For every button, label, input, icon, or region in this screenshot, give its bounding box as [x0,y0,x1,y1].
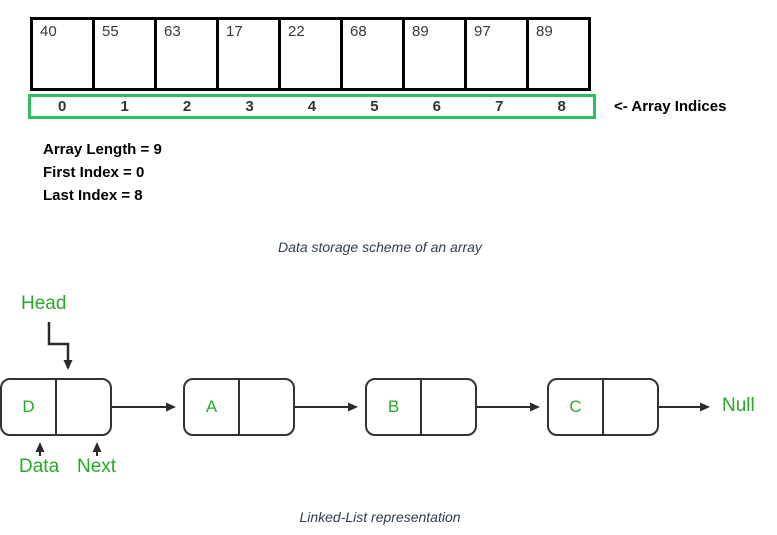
node-letter: C [569,397,582,416]
array-length-text: Array Length = 9 [43,141,162,158]
array-cell: 55 [92,17,157,91]
array-value: 89 [412,23,429,40]
array-info-block: Array Length = 9 First Index = 0 Last In… [43,138,162,207]
array-value: 55 [102,23,119,40]
next-label: Next [77,456,117,477]
head-pointer-arrow [47,322,73,370]
array-value: 22 [288,23,305,40]
array-cell: 68 [340,17,405,91]
array-index: 1 [120,98,129,115]
linked-list-node-c: C [547,378,659,436]
array-caption: Data storage scheme of an array [278,239,482,255]
node-letter: D [22,397,35,416]
array-index: 3 [245,98,254,115]
first-index-text: First Index = 0 [43,164,145,181]
null-label: Null [722,395,755,416]
array-index: 2 [182,98,192,115]
node-letter: B [387,397,400,416]
array-index-strip: 0 1 2 3 4 5 6 7 8 [28,94,596,119]
node-next-field [422,380,475,434]
linked-list-node-b: B [365,378,477,436]
node-letter: A [205,397,218,416]
array-cell: 22 [278,17,343,91]
array-cell: 97 [464,17,529,91]
node-data-field: C [549,380,604,434]
array-cell: 17 [216,17,281,91]
array-cells-row: 40 55 63 17 22 68 89 97 89 [30,17,770,91]
array-value: 63 [164,23,181,40]
node-next-field [57,380,110,434]
node-data-field: B [367,380,422,434]
array-cell: 63 [154,17,219,91]
array-index: 8 [557,98,566,115]
linked-list-diagram: Head A B C D Null Data Next [0,288,777,488]
array-value: 68 [350,23,367,40]
array-indices-label: <- Array Indices [614,98,727,115]
node-next-field [604,380,657,434]
array-value: 97 [474,23,491,40]
array-cell: 40 [30,17,95,91]
array-value: 89 [536,23,553,40]
array-index: 5 [370,98,379,115]
array-diagram: 40 55 63 17 22 68 89 97 89 0 1 2 3 4 5 6… [28,17,770,204]
node-next-field [240,380,293,434]
data-label: Data [19,456,60,477]
array-index: 4 [307,98,317,115]
array-value: 40 [40,23,57,40]
linked-list-node-d: D [0,378,112,436]
node-data-field: D [2,380,57,434]
array-index: 7 [495,98,504,115]
node-data-field: A [185,380,240,434]
linked-list-node-a: A [183,378,295,436]
linked-list-caption: Linked-List representation [299,509,461,525]
array-cell: 89 [402,17,467,91]
head-label: Head [21,293,67,314]
last-index-text: Last Index = 8 [43,187,143,204]
array-index: 6 [432,98,442,115]
array-index: 0 [58,98,67,115]
array-cell: 89 [526,17,591,91]
array-value: 17 [226,23,243,40]
